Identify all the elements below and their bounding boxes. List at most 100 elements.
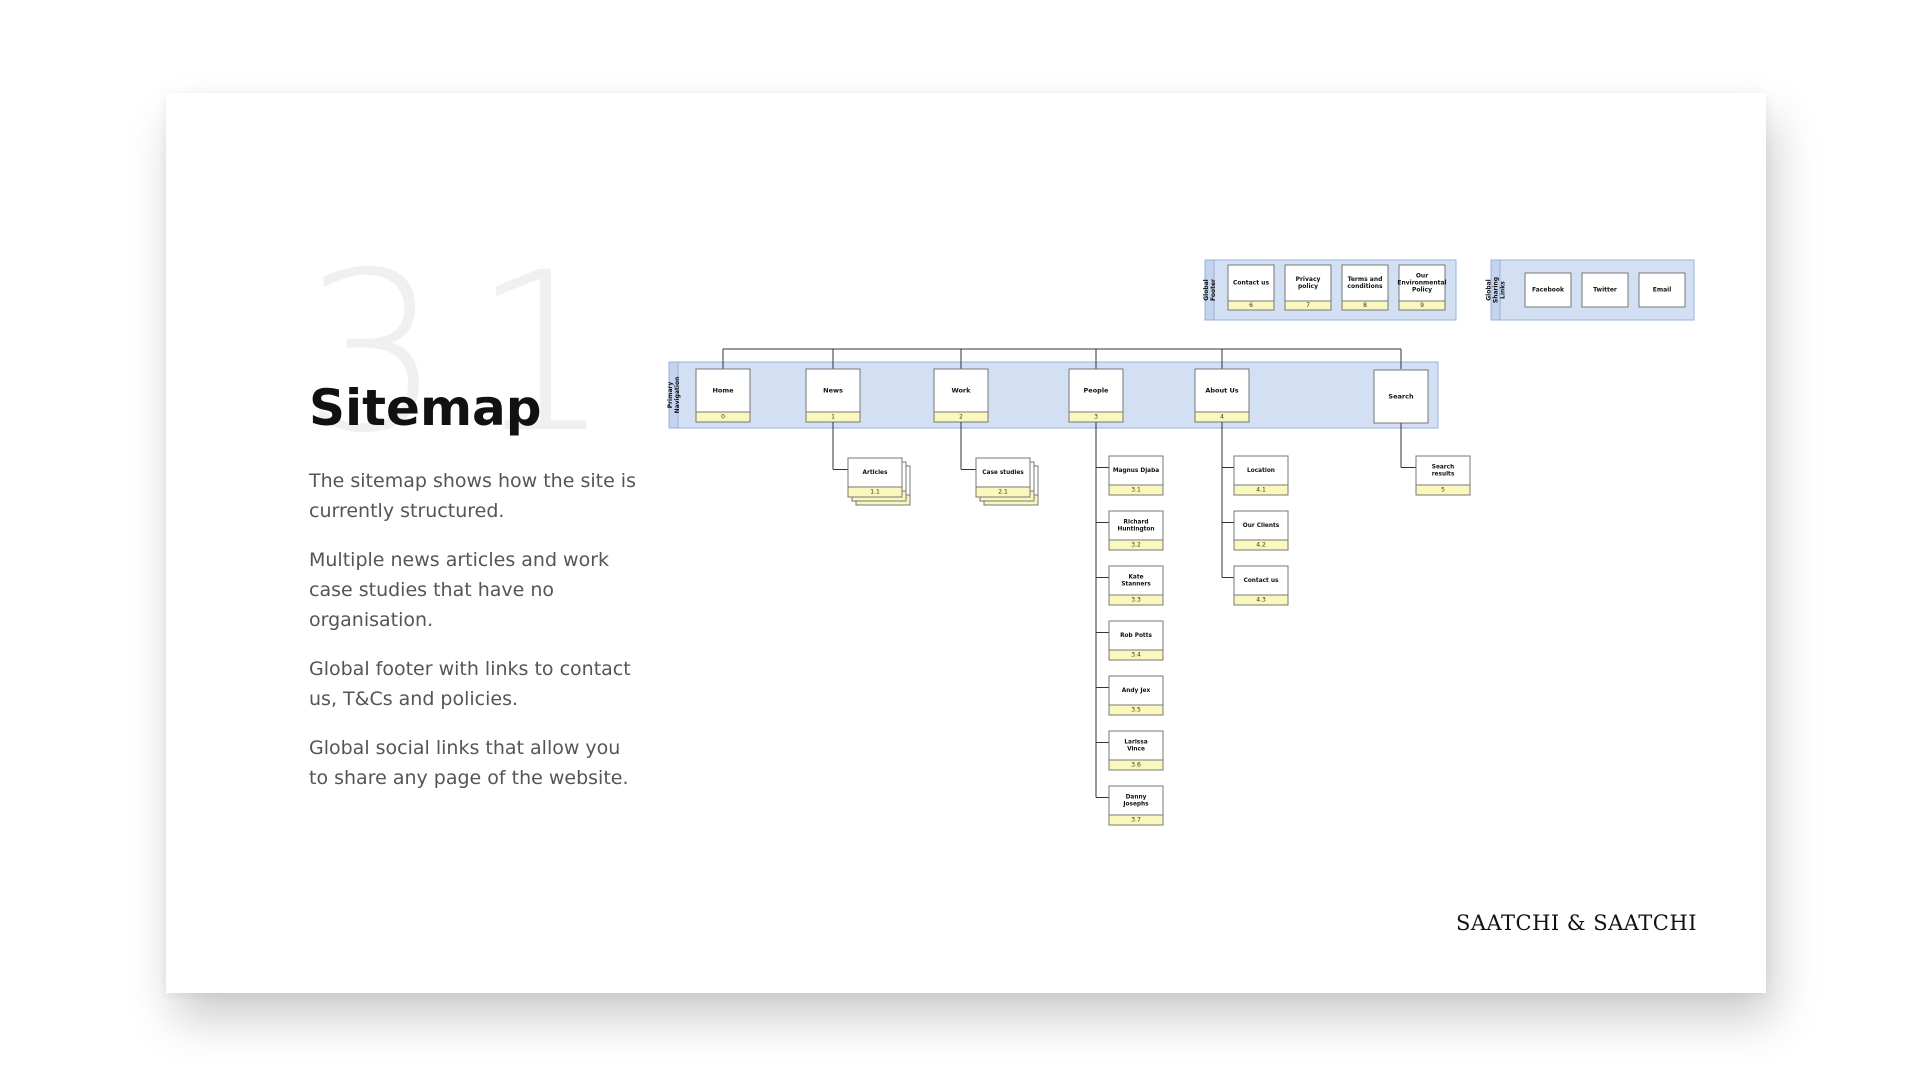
band-label-strip (1204, 259, 1215, 321)
page-node-label: Search (1388, 393, 1414, 401)
page-node-id: 4 (1220, 414, 1224, 421)
description-paragraph: The sitemap shows how the site is curren… (309, 470, 636, 522)
brand-logo: SAATCHI & SAATCHI (1455, 911, 1697, 935)
page-node-label: Josephs (1122, 801, 1149, 807)
description-paragraph: Global social links that allow you to sh… (309, 737, 629, 789)
page-node-id-box (1108, 484, 1164, 496)
page-node (1373, 369, 1429, 424)
primary-navigation-band (668, 361, 1439, 429)
slide-number: 31 (302, 225, 642, 481)
page-node-label: Work (952, 387, 972, 395)
page-node-label: Andy Jex (1122, 688, 1151, 694)
page-node-id-box (975, 486, 1031, 498)
page-node-id: 4.2 (1256, 542, 1266, 549)
page-node-label: Facebook (1532, 287, 1565, 294)
page-node (1524, 272, 1572, 308)
page-title: Sitemap (309, 379, 542, 437)
description-paragraph: Global footer with links to contact us, … (309, 658, 631, 710)
page-node-label: People (1084, 387, 1110, 395)
global-sharing-label: Sharing (1493, 277, 1500, 303)
page-node-label: Vince (1127, 746, 1145, 752)
page-node-label: policy (1298, 283, 1318, 290)
page-node-id: 5 (1441, 487, 1445, 494)
page-node-label: Richard (1124, 520, 1149, 526)
page-node-label: Huntington (1117, 526, 1154, 532)
global-footer-label: Footer (1210, 279, 1217, 301)
page-node-id: 3.7 (1131, 817, 1141, 824)
page-node-label: Our (1416, 273, 1428, 280)
page-node-label: Articles (863, 470, 888, 476)
description: The sitemap shows how the site is curren… (309, 466, 639, 812)
slide: 31 Sitemap The sitemap shows how the sit… (166, 93, 1766, 993)
page-node-label: Policy (1412, 286, 1432, 293)
page-node-id: 1.1 (870, 489, 880, 496)
page-node-id: 2 (959, 414, 963, 421)
page-node-label: Contact us (1233, 280, 1269, 287)
page-node-id: 4.1 (1256, 487, 1266, 494)
page-node-label: conditions (1347, 283, 1383, 290)
band-label-strip (668, 361, 679, 429)
page-node-id: 4.3 (1256, 597, 1266, 604)
page-node-id-box (1227, 300, 1275, 311)
page-node-label: results (1432, 471, 1455, 477)
page-node-id-box (847, 486, 903, 498)
page-node-id: 3.3 (1131, 597, 1141, 604)
page-node-id-box (1233, 594, 1289, 606)
page-node-label: Contact us (1244, 578, 1279, 584)
primary-navigation-label: Primary (667, 382, 674, 409)
page-node-id-box (1233, 484, 1289, 496)
page-node-label: Case studies (982, 470, 1024, 476)
page-node-id-box (1108, 649, 1164, 661)
page-node-id-box (1284, 300, 1332, 311)
page-node-label: About Us (1205, 387, 1238, 395)
page-node-label: Home (712, 387, 734, 395)
page-node-label: Environmental (1397, 280, 1446, 287)
page-node-label: Rob Potts (1120, 633, 1152, 639)
band-label-strip (1490, 259, 1501, 321)
page-node-label: Location (1247, 468, 1275, 474)
page-node-label: Larissa (1124, 740, 1147, 746)
page-node-id-box (1415, 484, 1471, 496)
primary-navigation-label: Navigation (674, 377, 681, 414)
page-node-label: Search (1432, 465, 1454, 471)
page-node-label: News (823, 387, 843, 395)
page-node-id: 0 (721, 414, 725, 421)
page-node-id: 3.6 (1131, 762, 1141, 769)
page-node-id-box (1108, 594, 1164, 606)
page-node-id: 7 (1306, 302, 1310, 309)
page-node-label: Kate (1128, 575, 1143, 581)
page-node-id: 1 (831, 414, 835, 421)
global-footer-label: Global (1203, 279, 1210, 301)
page-node-id-box (695, 411, 751, 423)
global-sharing-label: Links (1500, 281, 1507, 299)
page-node-label: Terms and (1348, 276, 1383, 283)
page-node-id-box (1233, 539, 1289, 551)
page-node-id: 3 (1094, 414, 1098, 421)
page-node-id: 3.5 (1131, 707, 1141, 714)
page-node (1581, 272, 1629, 308)
page-node-label: Stanners (1121, 581, 1151, 587)
page-node-label: Danny (1126, 795, 1147, 801)
page-node-label: Magnus Djaba (1113, 468, 1159, 474)
page-node-id-box (1108, 539, 1164, 551)
page-node-id-box (1398, 300, 1446, 311)
page-node-id: 6 (1249, 302, 1253, 309)
page-node-id: 9 (1420, 302, 1424, 309)
page-node-id: 3.4 (1131, 652, 1141, 659)
global-sharing-label: Global (1486, 279, 1493, 301)
page-node-id-box (1341, 300, 1389, 311)
description-paragraph: Multiple news articles and work case stu… (309, 549, 610, 631)
page-node-label: Privacy (1296, 276, 1321, 283)
page-node-id: 3.2 (1131, 542, 1141, 549)
page-node-label: Our Clients (1243, 523, 1280, 529)
page-node-id: 2.1 (998, 489, 1008, 496)
page-node-id-box (1108, 704, 1164, 716)
page-node-id: 3.1 (1131, 487, 1141, 494)
page-node-label: Twitter (1593, 287, 1617, 294)
page-node-label: Email (1653, 287, 1672, 294)
page-node (1638, 272, 1686, 308)
page-node-id: 8 (1363, 302, 1367, 309)
page-node-id-box (1108, 814, 1164, 826)
page-node-id-box (1108, 759, 1164, 771)
